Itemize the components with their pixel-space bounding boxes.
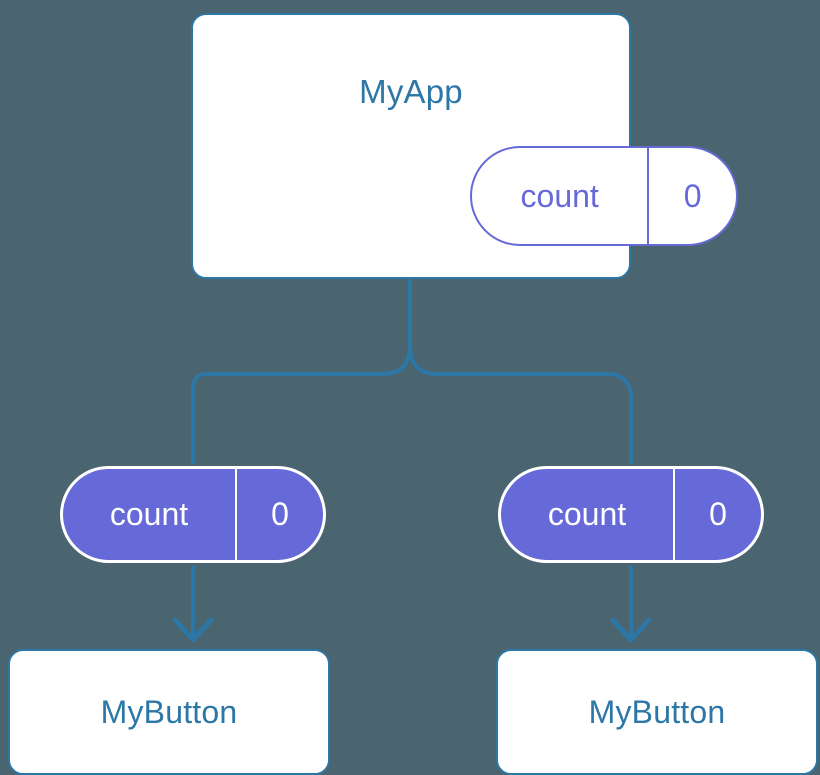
state-to-button-right-arrowhead	[610, 617, 652, 643]
component-card-mybutton-left[interactable]: MyButton	[8, 649, 330, 775]
state-pill-child-right-count[interactable]: count 0	[498, 466, 764, 563]
state-key-label: count	[520, 177, 599, 214]
component-name-myapp: MyApp	[359, 73, 463, 110]
state-key-label: count	[547, 496, 627, 532]
component-name-mybutton: MyButton	[100, 693, 238, 730]
state-value-label: 0	[673, 469, 761, 560]
state-key-label: count	[109, 496, 189, 532]
props-flow-stem-and-fork	[408, 277, 633, 464]
component-card-myapp[interactable]: MyApp count 0	[191, 13, 738, 279]
props-flow-left-branch	[191, 342, 412, 464]
state-value-label: 0	[647, 148, 736, 244]
state-pill-myapp-count[interactable]: count 0	[470, 146, 738, 246]
state-to-button-left-arrowhead	[172, 617, 214, 643]
component-card-mybutton-right[interactable]: MyButton	[496, 649, 818, 775]
component-name-mybutton: MyButton	[588, 693, 726, 730]
state-pill-child-left-count[interactable]: count 0	[60, 466, 326, 563]
state-value-label: 0	[235, 469, 323, 560]
